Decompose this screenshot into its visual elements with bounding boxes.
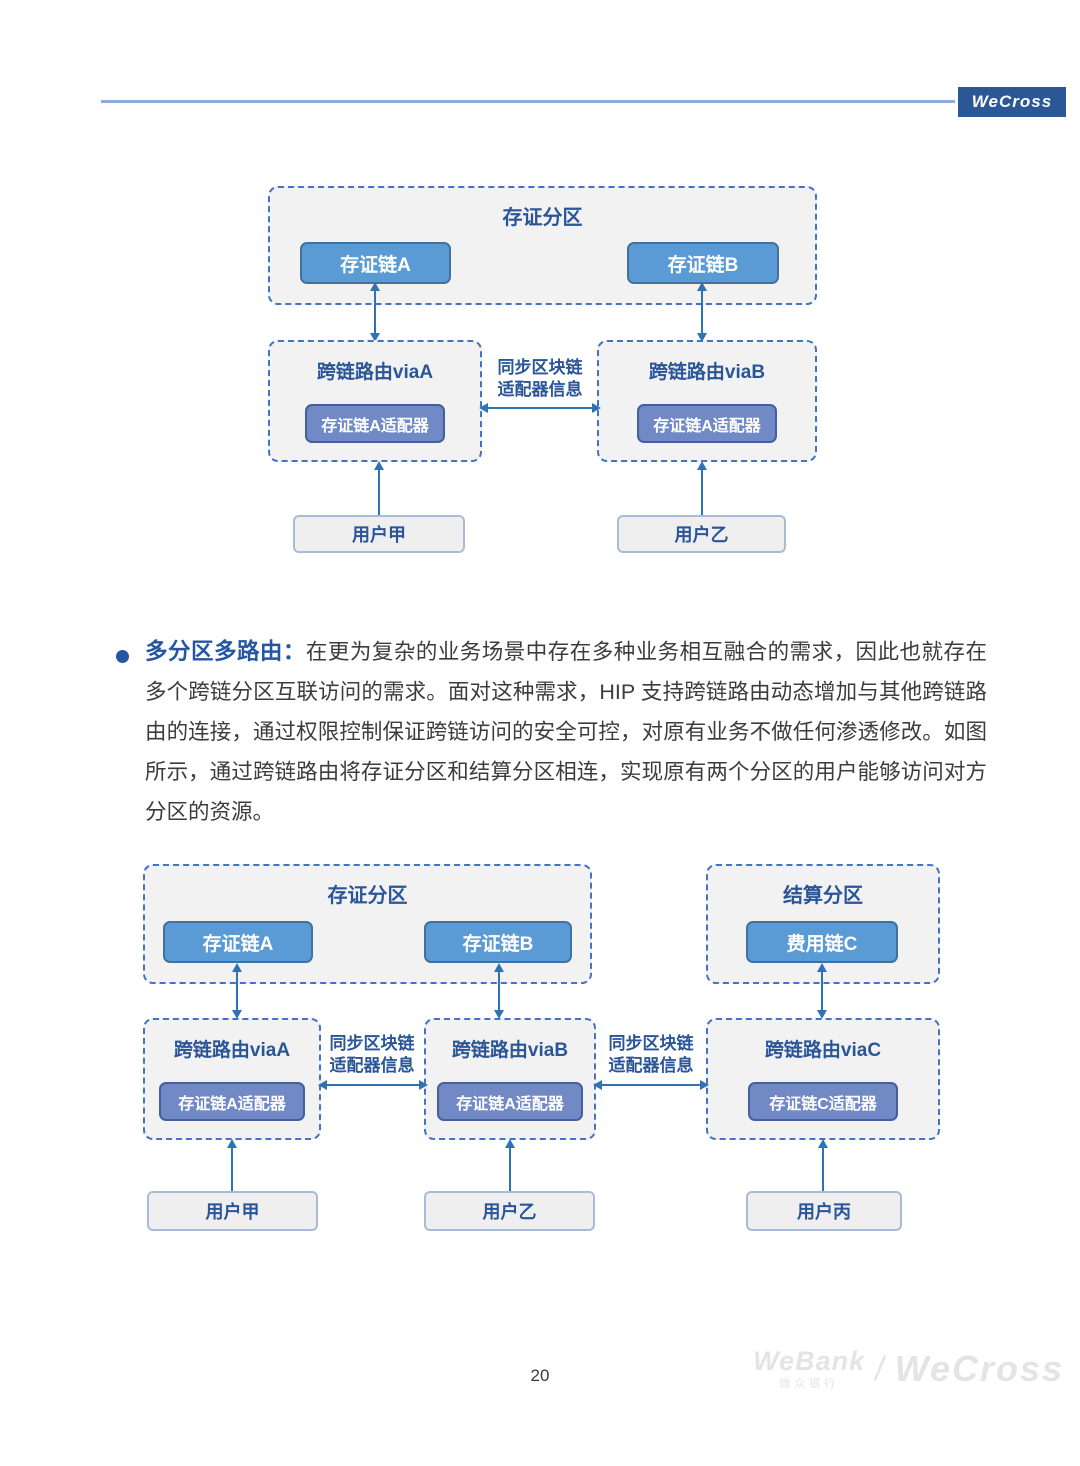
d2-router-via-c-title: 跨链路由viaC: [764, 1040, 882, 1061]
d2-adapter-c: 存证链C适配器: [748, 1082, 898, 1121]
d1-chain-a: 存证链A: [300, 242, 451, 284]
d2-sync-label-1-line1: 同步区块链: [329, 1034, 415, 1053]
d2-router-via-b: 跨链路由viaB: [424, 1018, 596, 1140]
d2-arrow-chain-c-router-c: [817, 963, 827, 1019]
d2-user-b: 用户乙: [424, 1191, 595, 1231]
d2-sync-label-2: 同步区块链 适配器信息: [598, 1033, 704, 1077]
d1-arrow-chain-b-router-b: [697, 282, 707, 342]
watermark-divider: /: [872, 1349, 888, 1388]
d2-router-via-a: 跨链路由viaA: [143, 1018, 321, 1140]
d2-sync-arrow-1: [318, 1080, 428, 1090]
wecross-logo-badge: WeCross: [958, 87, 1066, 117]
d2-user-a: 用户甲: [147, 1191, 318, 1231]
d1-adapter-b: 存证链A适配器: [637, 404, 777, 443]
d1-router-via-b: 跨链路由viaB: [597, 340, 817, 462]
d1-sync-label-line2: 适配器信息: [497, 380, 583, 399]
d2-user-c: 用户丙: [746, 1191, 902, 1231]
d1-router-via-a-title: 跨链路由viaA: [316, 362, 434, 383]
d2-chain-a: 存证链A: [163, 921, 313, 963]
d1-sync-label-line1: 同步区块链: [497, 358, 583, 377]
bullet-marker: [116, 650, 129, 663]
page-number: 20: [530, 1366, 550, 1385]
d2-sync-label-2-line1: 同步区块链: [608, 1034, 694, 1053]
bullet-paragraph: 多分区多路由：在更为复杂的业务场景中存在多种业务相互融合的需求，因此也就存在多个…: [145, 632, 987, 832]
d2-adapter-b: 存证链A适配器: [437, 1082, 583, 1121]
d2-chain-c: 费用链C: [746, 921, 898, 963]
d2-adapter-a: 存证链A适配器: [159, 1082, 305, 1121]
d2-router-via-a-title: 跨链路由viaA: [173, 1040, 291, 1061]
d1-partition-title: 存证分区: [502, 207, 583, 229]
d2-sync-label-1: 同步区块链 适配器信息: [322, 1033, 422, 1077]
d1-router-via-b-title: 跨链路由viaB: [648, 362, 766, 383]
header-rule: [101, 100, 955, 103]
d1-adapter-a: 存证链A适配器: [305, 404, 445, 443]
wecross-watermark-text: WeCross: [894, 1348, 1064, 1389]
d1-user-b: 用户乙: [617, 515, 786, 553]
wecross-logo-text: WeCross: [971, 92, 1053, 111]
d2-router-via-c: 跨链路由viaC: [706, 1018, 940, 1140]
footer-watermark: WeBank 微众银行 / WeCross: [753, 1348, 1064, 1390]
paragraph-body: 在更为复杂的业务场景中存在多种业务相互融合的需求，因此也就存在多个跨链分区互联访…: [145, 640, 987, 824]
paragraph-lead: 多分区多路由：: [145, 639, 306, 664]
d2-arrow-user-a-router-a: [227, 1139, 237, 1191]
d1-arrow-chain-a-router-a: [370, 282, 380, 342]
d1-arrow-user-a-router-a: [374, 461, 384, 515]
d2-sync-arrow-2: [593, 1080, 709, 1090]
d2-arrow-user-b-router-b: [505, 1139, 515, 1191]
d1-router-via-a: 跨链路由viaA: [268, 340, 482, 462]
d1-sync-label: 同步区块链 适配器信息: [484, 357, 596, 401]
d2-sync-label-2-line2: 适配器信息: [608, 1056, 694, 1075]
webank-logo: WeBank 微众银行: [753, 1348, 865, 1390]
webank-cn-label: 微众银行: [779, 1378, 840, 1390]
d2-arrow-user-c-router-c: [818, 1139, 828, 1191]
d2-chain-b: 存证链B: [424, 921, 572, 963]
d1-sync-arrow: [479, 403, 601, 413]
d1-chain-b: 存证链B: [627, 242, 779, 284]
d1-user-a: 用户甲: [293, 515, 465, 553]
d1-arrow-user-b-router-b: [697, 461, 707, 515]
d2-partition1-title: 存证分区: [327, 885, 408, 907]
d2-partition2-title: 结算分区: [783, 885, 863, 907]
d2-arrow-chain-a-router-a: [232, 963, 242, 1019]
d2-arrow-chain-b-router-b: [494, 963, 504, 1019]
d2-sync-label-1-line2: 适配器信息: [329, 1056, 415, 1075]
webank-logo-text: WeBank: [753, 1346, 866, 1376]
d2-router-via-b-title: 跨链路由viaB: [451, 1040, 569, 1061]
